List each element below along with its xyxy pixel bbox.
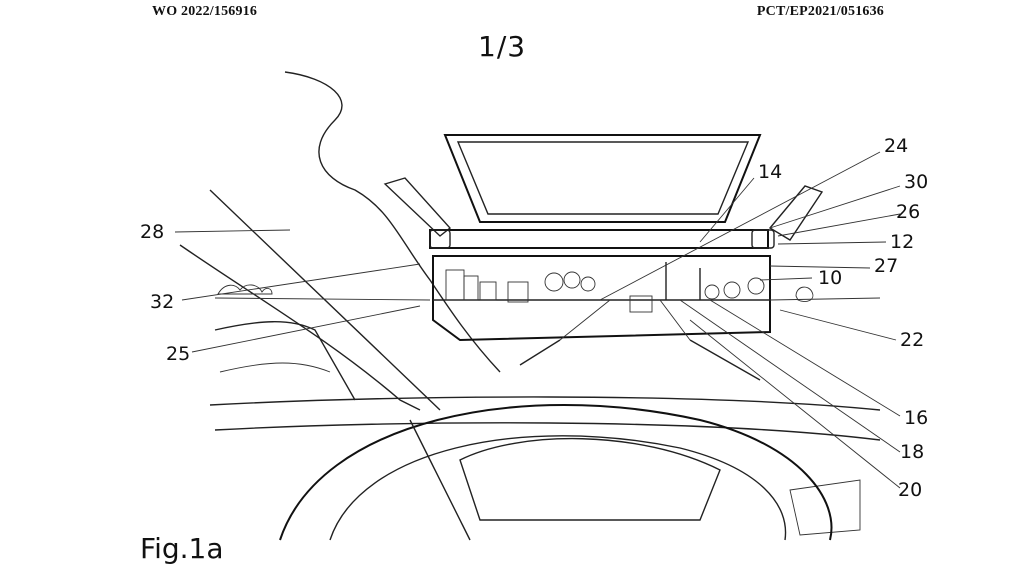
road-line-left	[519, 339, 561, 366]
ref-22: 22	[900, 329, 924, 351]
figure-label: Fig.1a	[140, 532, 224, 565]
dashboard-top	[209, 396, 881, 411]
ref-25: 25	[166, 343, 190, 365]
steering-wheel-inner	[329, 435, 787, 541]
display-screen	[432, 255, 771, 342]
bushes-left	[217, 284, 273, 295]
sun-visor-left	[383, 177, 452, 237]
dashboard-lower	[214, 422, 881, 441]
a-pillar-inner	[209, 189, 441, 411]
tree-right	[795, 286, 814, 303]
road-line-right	[689, 339, 761, 381]
ref-10: 10	[818, 267, 842, 289]
application-number: PCT/EP2021/051636	[756, 4, 884, 19]
publication-number: WO 2022/156916	[152, 4, 258, 19]
ref-27: 27	[874, 255, 898, 277]
sun-visor-right	[768, 185, 824, 241]
steering-wheel-spoke	[409, 419, 471, 541]
leader-lines	[174, 151, 901, 489]
horizon-right	[769, 297, 881, 301]
a-pillar-outline	[284, 71, 501, 373]
ref-14: 14	[758, 161, 782, 183]
sheet-number: 1/3	[478, 30, 527, 63]
ref-18: 18	[900, 441, 924, 463]
ref-30: 30	[904, 171, 928, 193]
ref-26: 26	[896, 201, 920, 223]
rear-view-mirror	[443, 134, 762, 223]
dashboard-vent	[789, 479, 861, 536]
dashboard-cowl	[214, 321, 356, 401]
ref-28: 28	[140, 221, 164, 243]
ref-16: 16	[904, 407, 928, 429]
instrument-cluster	[459, 437, 721, 521]
ref-12: 12	[890, 231, 914, 253]
steering-wheel-outer	[279, 404, 833, 541]
ref-20: 20	[898, 479, 922, 501]
horizon-left	[214, 297, 431, 301]
ref-24: 24	[884, 135, 908, 157]
dashboard-cowl-inner	[219, 362, 331, 373]
display-housing	[429, 229, 775, 249]
ref-32: 32	[150, 291, 174, 313]
